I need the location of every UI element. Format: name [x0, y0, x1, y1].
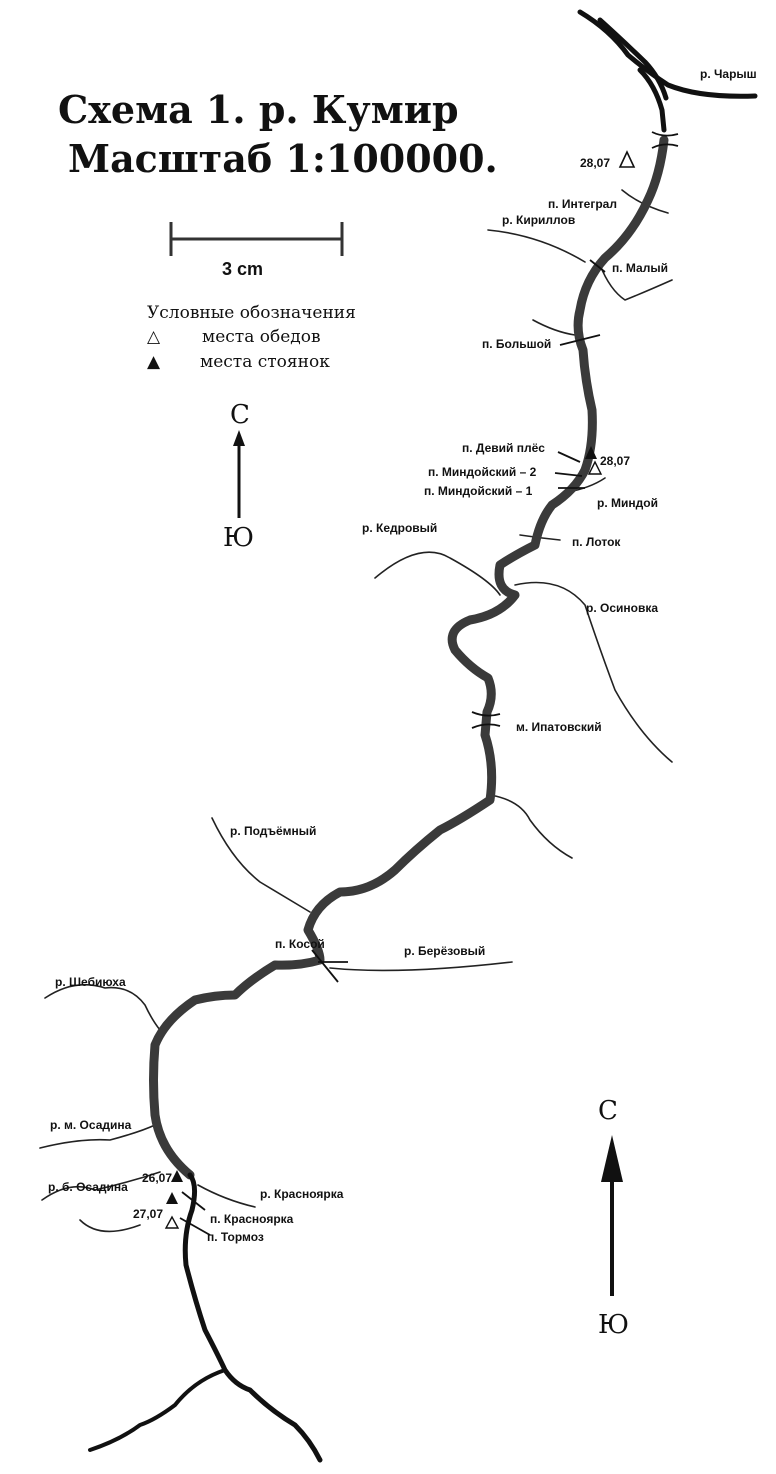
scale-bar [169, 222, 344, 256]
compass-bottom-north: С [598, 1096, 618, 1126]
compass-bottom: С Ю [598, 1096, 629, 1340]
lunch-icon [587, 460, 603, 475]
label-deviy-ples: п. Девий плёс [462, 441, 545, 455]
label-date-2807-mid: 28,07 [600, 454, 630, 468]
tributary-kirillov [487, 229, 586, 263]
camp-icon [166, 1192, 178, 1204]
tributary-berezovy [329, 961, 513, 972]
tributary-osinovka [514, 581, 673, 763]
map-title-line2: Масштаб 1:100000. [68, 136, 498, 181]
tributary-krasnoyarka [197, 1184, 256, 1208]
rapid-markers [179, 131, 679, 1236]
river-charysh-branch [597, 17, 669, 101]
label-mindoy-2: п. Миндойский – 2 [428, 465, 537, 479]
label-date-2807-top: 28,07 [580, 156, 610, 170]
label-lotok: п. Лоток [572, 535, 621, 549]
legend-camp-text: места стоянок [200, 352, 330, 372]
label-integral: п. Интеграл [548, 197, 617, 211]
compass-top-south: Ю [223, 523, 254, 553]
tributary-bolshoy [532, 319, 576, 336]
label-krasnoyarka-river: р. Красноярка [260, 1187, 344, 1201]
label-m-osadina: р. м. Осадина [50, 1118, 132, 1132]
legend-lunch-symbol: △ [147, 327, 161, 347]
river-kumir [149, 135, 669, 1180]
lunch-icon [164, 1215, 180, 1229]
label-tormoz: п. Тормоз [207, 1230, 264, 1244]
tributary-ipatovsky-branch [489, 794, 573, 859]
scale-bar-label: 3 cm [222, 259, 263, 279]
river-kumir-lower [182, 1172, 323, 1463]
tributaries [39, 189, 673, 1233]
tributary-kedrovy [374, 551, 501, 596]
label-podyemny: р. Подъёмный [230, 824, 316, 838]
lunch-icon [618, 150, 636, 168]
label-kedrovy: р. Кедровый [362, 521, 437, 535]
label-kirillov: р. Кириллов [502, 213, 575, 227]
label-krasnoyarka-rapid: п. Красноярка [210, 1212, 294, 1226]
compass-bottom-south: Ю [598, 1310, 629, 1340]
label-ipatovsky: м. Ипатовский [516, 720, 602, 734]
label-bolshoy: п. Большой [482, 337, 551, 351]
label-maly: п. Малый [612, 261, 668, 275]
tributary-podyemny [211, 817, 311, 913]
label-shebiukha: р. Шебиюха [55, 975, 126, 989]
tributary-m-osadina [39, 1124, 156, 1149]
map-symbols [164, 150, 636, 1229]
map-labels: р. Чарыш 28,07 п. Интеграл р. Кириллов п… [48, 67, 757, 1244]
legend-lunch-text: места обедов [202, 327, 321, 347]
tributary-b-osadina [41, 1171, 161, 1233]
label-osinovka: р. Осиновка [586, 601, 658, 615]
label-b-osadina: р. б. Осадина [48, 1180, 128, 1194]
river-kumir-lower-left [88, 1368, 227, 1452]
compass-top: С Ю [223, 400, 254, 553]
compass-top-north: С [230, 400, 250, 430]
main-river [88, 9, 758, 1463]
tributary-shebiukha [44, 983, 161, 1031]
legend-heading: Условные обозначения [147, 303, 356, 323]
label-date-2607: 26,07 [142, 1171, 172, 1185]
tributary-maly [599, 264, 673, 301]
label-mindoy-river: р. Миндой [597, 496, 658, 510]
label-date-2707: 27,07 [133, 1207, 163, 1221]
label-charysh: р. Чарыш [700, 67, 757, 81]
label-mindoy-1: п. Миндойский – 1 [424, 484, 533, 498]
legend-camp-symbol: ▲ [147, 352, 161, 372]
camp-icon [585, 446, 597, 459]
camp-icon [171, 1170, 183, 1182]
label-berezovy: р. Берёзовый [404, 944, 485, 958]
river-charysh [577, 9, 758, 99]
label-kosoy: п. Косой [275, 937, 325, 951]
map-title-line1: Схема 1. р. Кумир [58, 87, 459, 132]
